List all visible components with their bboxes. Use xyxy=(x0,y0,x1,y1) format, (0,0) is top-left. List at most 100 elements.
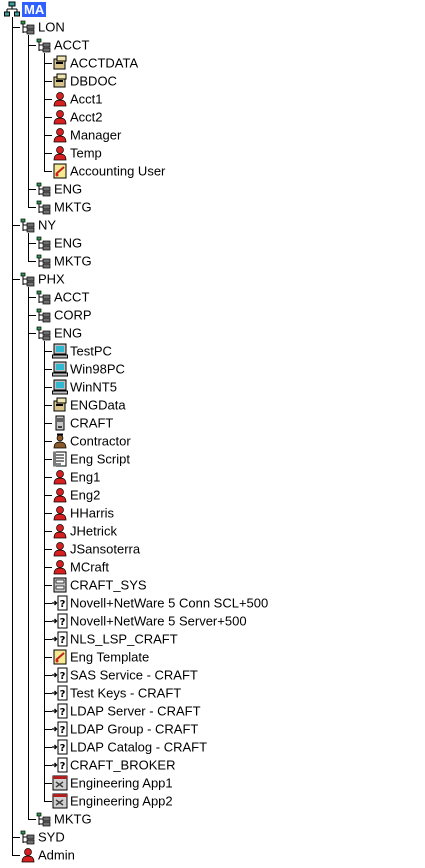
tree-node[interactable]: HHarris xyxy=(52,504,114,522)
tree-connector-horizontal xyxy=(44,675,52,676)
tree-node[interactable]: Win98PC xyxy=(52,360,125,378)
tree-node[interactable]: ? LDAP Catalog - CRAFT xyxy=(52,738,207,756)
tree-node-label: ENGData xyxy=(70,397,126,413)
tree-node-label: NLS_LSP_CRAFT xyxy=(70,631,178,647)
tree-connector-horizontal xyxy=(28,45,36,46)
tree-node[interactable]: WinNT5 xyxy=(52,378,117,396)
tree-node[interactable]: ? LDAP Server - CRAFT xyxy=(52,702,201,720)
tree-node[interactable]: ENG xyxy=(36,234,82,252)
tree-node[interactable]: ?LDAP Group - CRAFT xyxy=(52,720,198,738)
tree-node-label: ENG xyxy=(54,235,83,251)
tree-node-label: LDAP Server - CRAFT xyxy=(70,703,201,719)
tree-node[interactable]: DBDOC xyxy=(52,72,117,90)
volume-icon xyxy=(52,55,68,71)
org-unit-icon xyxy=(20,829,36,845)
tree-connector-horizontal xyxy=(44,729,52,730)
tree-node-label: ACCT xyxy=(54,289,90,305)
tree-connector-vertical xyxy=(28,287,29,819)
tree-node[interactable]: MKTG xyxy=(36,252,92,270)
tree-node[interactable]: Acct1 xyxy=(52,90,103,108)
tree-node[interactable]: ACCT xyxy=(36,288,89,306)
tree-node[interactable]: Eng1 xyxy=(52,468,100,486)
tree-node[interactable]: Engineering App2 xyxy=(52,792,173,810)
user-icon xyxy=(20,847,36,863)
tree-node[interactable]: ?Novell+NetWare 5 Conn SCL+500 xyxy=(52,594,268,612)
unknown-object-icon: ? xyxy=(52,667,68,683)
tree-node[interactable]: PHX xyxy=(20,270,65,288)
tree-node-label: SYD xyxy=(38,829,65,845)
org-unit-icon xyxy=(36,325,52,341)
tree-connector-horizontal xyxy=(28,189,36,190)
tree-node[interactable]: CORP xyxy=(36,306,92,324)
tree-node-label: Eng Script xyxy=(70,451,130,467)
tree-connector-horizontal xyxy=(28,243,36,244)
tree-node[interactable]: MKTG xyxy=(36,810,92,828)
tree-node[interactable]: ?CRAFT_BROKER xyxy=(52,756,175,774)
tree-connector-horizontal xyxy=(12,855,20,856)
tree-node-label: NY xyxy=(38,217,57,233)
tree-connector-horizontal xyxy=(44,477,52,478)
tree-node[interactable]: ENGData xyxy=(52,396,126,414)
org-unit-icon xyxy=(20,271,36,287)
tree-node[interactable]: ?Test Keys - CRAFT xyxy=(52,684,181,702)
tree-node[interactable]: ENG xyxy=(36,180,82,198)
tree-node[interactable]: ?Novell+NetWare 5 Server+500 xyxy=(52,612,247,630)
tree-node-label: Contractor xyxy=(70,433,131,449)
tree-connector-horizontal xyxy=(44,603,52,604)
svg-text:?: ? xyxy=(60,743,66,754)
tree-node[interactable]: LON xyxy=(20,18,65,36)
tree-node[interactable]: ACCT xyxy=(36,36,89,54)
tree-node-label: Acct1 xyxy=(70,91,103,107)
tree-node-label: CRAFT_BROKER xyxy=(70,757,176,773)
tree-node[interactable]: MCraft xyxy=(52,558,109,576)
tree-connector-horizontal xyxy=(44,459,52,460)
svg-text:?: ? xyxy=(60,707,66,718)
tree-connector-horizontal xyxy=(44,747,52,748)
user-icon xyxy=(52,145,68,161)
tree-node[interactable]: ENG xyxy=(36,324,82,342)
unknown-object-icon: ? xyxy=(52,739,68,755)
tree-node[interactable]: Engineering App1 xyxy=(52,774,173,792)
tree-node[interactable]: JSansoterra xyxy=(52,540,140,558)
tree-node[interactable]: NY xyxy=(20,216,56,234)
tree-node-label: Eng Template xyxy=(70,649,150,665)
tree-node[interactable]: ?NLS_LSP_CRAFT xyxy=(52,630,178,648)
tree-node-label: ACCT xyxy=(54,37,90,53)
tree-node-label: Acct2 xyxy=(70,109,103,125)
tree-node[interactable]: Eng Script xyxy=(52,450,130,468)
tree-connector-horizontal xyxy=(28,315,36,316)
tree-node[interactable]: Accounting User xyxy=(52,162,165,180)
tree-connector-horizontal xyxy=(44,117,52,118)
org-unit-icon xyxy=(36,37,52,53)
unknown-object-icon: ? xyxy=(52,757,68,773)
tree-node[interactable]: ?SAS Service - CRAFT xyxy=(52,666,198,684)
tree-node[interactable]: CRAFT_SYS xyxy=(52,576,147,594)
tree-connector-horizontal xyxy=(28,297,36,298)
tree-node-label: CRAFT xyxy=(70,415,114,431)
tree-node[interactable]: Acct2 xyxy=(52,108,103,126)
tree-connector-horizontal xyxy=(44,549,52,550)
tree-node[interactable]: TestPC xyxy=(52,342,112,360)
tree-node-label: LDAP Catalog - CRAFT xyxy=(70,739,208,755)
tree-node[interactable]: Admin xyxy=(20,846,75,864)
tree-node[interactable]: MA xyxy=(4,0,47,18)
tree-node[interactable]: CRAFT xyxy=(52,414,113,432)
tree-node[interactable]: Eng Template xyxy=(52,648,149,666)
tree-node-label: CRAFT_SYS xyxy=(70,577,147,593)
tree-connector-horizontal xyxy=(44,351,52,352)
tree-connector-horizontal xyxy=(44,585,52,586)
tree-node[interactable]: ACCTDATA xyxy=(52,54,138,72)
tree-node[interactable]: JHetrick xyxy=(52,522,117,540)
tree-connector-horizontal xyxy=(44,801,52,802)
tree-node-label: MKTG xyxy=(54,253,92,269)
tree-node[interactable]: MKTG xyxy=(36,198,92,216)
tree-node-label: MKTG xyxy=(54,811,92,827)
tree-node[interactable]: Contractor xyxy=(52,432,131,450)
tree-node[interactable]: SYD xyxy=(20,828,65,846)
unknown-object-icon: ? xyxy=(52,631,68,647)
tree-node[interactable]: Manager xyxy=(52,126,121,144)
tree-node[interactable]: Eng2 xyxy=(52,486,100,504)
tree-connector-vertical xyxy=(28,35,29,207)
tree-node[interactable]: Temp xyxy=(52,144,102,162)
